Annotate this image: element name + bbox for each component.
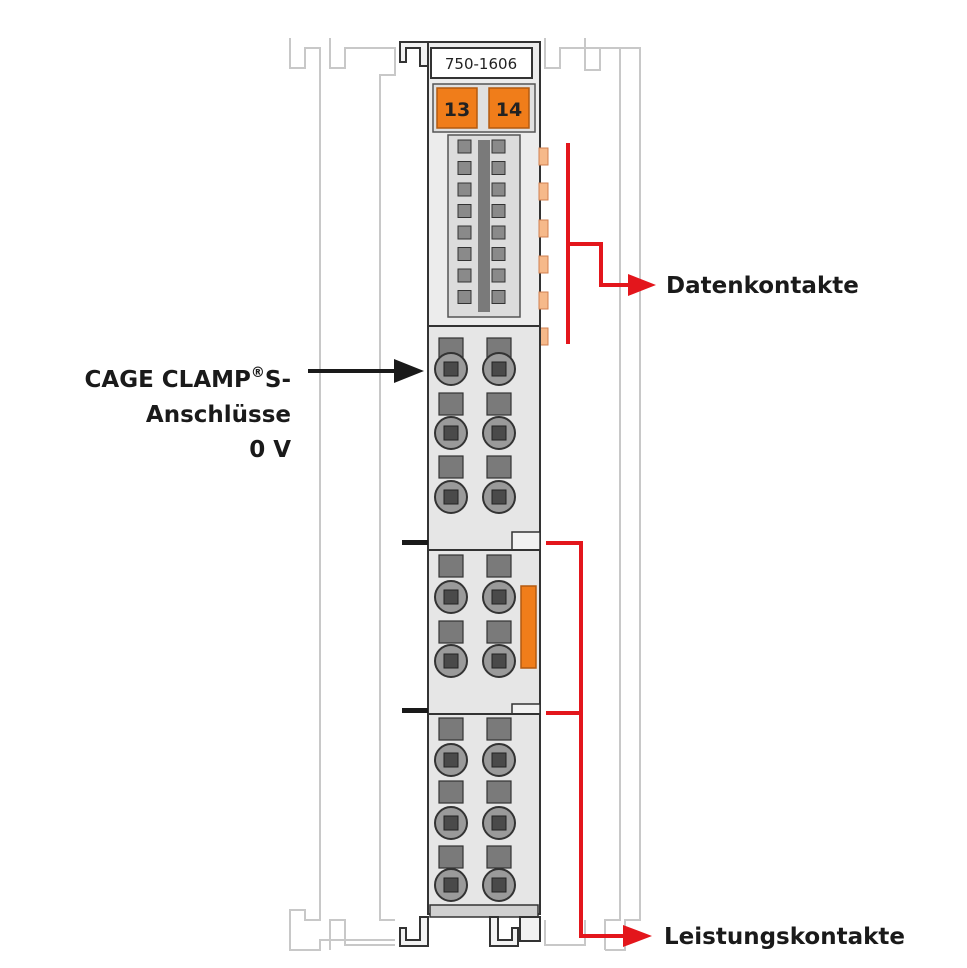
bus-pin bbox=[491, 139, 506, 154]
release-button bbox=[438, 554, 464, 578]
release-button bbox=[486, 620, 512, 644]
bottom-latch-right bbox=[489, 916, 519, 947]
release-button bbox=[438, 620, 464, 644]
clamp-hole bbox=[443, 425, 459, 441]
release-button bbox=[438, 780, 464, 804]
neighbor-module-outlines bbox=[289, 38, 641, 951]
part-number-text: 750-1606 bbox=[445, 55, 517, 73]
bus-pin bbox=[491, 247, 506, 261]
bus-pin bbox=[457, 290, 472, 304]
bus-pin bbox=[491, 225, 506, 240]
release-button bbox=[486, 845, 512, 869]
top-latch-left bbox=[399, 41, 429, 67]
bus-pin bbox=[457, 204, 472, 218]
bus-pins bbox=[457, 139, 506, 304]
release-button bbox=[486, 554, 512, 578]
release-button bbox=[486, 717, 512, 741]
release-button bbox=[486, 392, 512, 416]
module-housing bbox=[399, 41, 549, 947]
data-contacts-callout bbox=[566, 143, 630, 344]
bus-pin bbox=[491, 161, 506, 175]
cage-clamp-label: CAGE CLAMP®S- Anschlüsse 0 V bbox=[85, 356, 291, 468]
clamp-hole bbox=[443, 589, 459, 605]
release-button bbox=[486, 455, 512, 479]
bus-pin bbox=[457, 139, 472, 154]
bus-pin bbox=[457, 268, 472, 283]
clamp-hole bbox=[443, 361, 459, 377]
bus-pin bbox=[491, 204, 506, 218]
clamp-hole bbox=[443, 815, 459, 831]
clamp-hole bbox=[491, 361, 507, 377]
release-button bbox=[486, 780, 512, 804]
bus-pin bbox=[457, 247, 472, 261]
clamp-hole bbox=[491, 653, 507, 669]
led-13-label: 13 bbox=[444, 99, 470, 121]
data-contacts-label: Datenkontakte bbox=[666, 273, 859, 299]
release-button bbox=[438, 717, 464, 741]
release-button bbox=[438, 455, 464, 479]
clamp-terminals bbox=[434, 337, 516, 902]
clamp-hole bbox=[491, 877, 507, 893]
bus-pin bbox=[491, 182, 506, 197]
part-number-plate bbox=[430, 47, 533, 79]
power-contacts-label: Leistungskontakte bbox=[664, 924, 905, 950]
bus-pin bbox=[457, 161, 472, 175]
clamp-hole bbox=[491, 425, 507, 441]
bus-pin bbox=[491, 268, 506, 283]
clamp-hole bbox=[491, 815, 507, 831]
led-14 bbox=[488, 87, 530, 129]
clamp-hole bbox=[491, 589, 507, 605]
release-button bbox=[438, 845, 464, 869]
cage-clamp-line-3: 0 V bbox=[249, 437, 291, 463]
led-13 bbox=[436, 87, 478, 129]
clamp-hole bbox=[443, 877, 459, 893]
cage-clamp-line-1: CAGE CLAMP®S- bbox=[84, 365, 291, 393]
led-14-label: 14 bbox=[496, 99, 522, 121]
power-contacts-callout bbox=[546, 541, 625, 938]
data-contacts-arrowhead bbox=[628, 274, 656, 296]
clamp-hole bbox=[443, 653, 459, 669]
bottom-latch-left bbox=[399, 916, 429, 947]
clamp-hole bbox=[443, 752, 459, 768]
cage-clamp-callout bbox=[308, 359, 424, 383]
bus-pin bbox=[457, 225, 472, 240]
clamp-hole bbox=[443, 489, 459, 505]
bus-pin bbox=[491, 290, 506, 304]
power-jumper bbox=[520, 585, 537, 669]
cage-clamp-line-2: Anschlüsse bbox=[145, 402, 291, 428]
clamp-hole bbox=[491, 489, 507, 505]
release-button bbox=[438, 392, 464, 416]
clamp-hole bbox=[491, 752, 507, 768]
bus-pin bbox=[457, 182, 472, 197]
data-contact-pads bbox=[538, 147, 549, 346]
power-contacts-arrowhead bbox=[623, 925, 652, 947]
